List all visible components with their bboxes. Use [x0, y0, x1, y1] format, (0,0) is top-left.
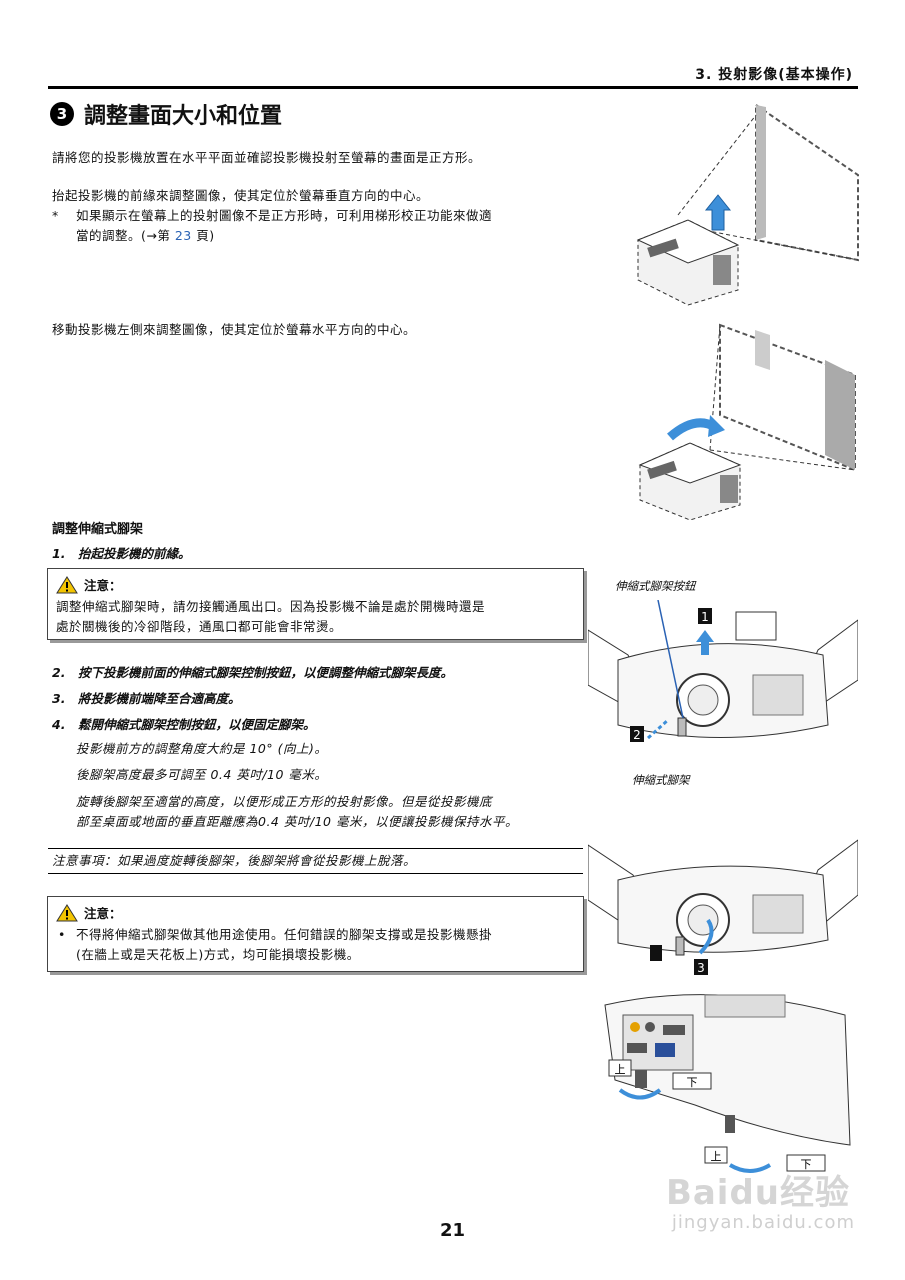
intro-paragraph-1: 請將您的投影機放置在水平平面並確認投影機投射至螢幕的畫面是正方形。 — [52, 150, 482, 165]
bullet-mark: * — [52, 208, 59, 223]
svg-text:下: 下 — [801, 1158, 812, 1171]
step-3: 3. 將投影機前端降至合適高度。 — [52, 691, 241, 706]
screen-illustration — [719, 323, 856, 472]
figure-horizontal-adjust — [638, 323, 856, 520]
caution-title-1: 注意： — [56, 575, 122, 594]
note-rule-top — [48, 848, 583, 849]
down-label-1: 下 — [672, 1072, 712, 1090]
keystone-note-line1: 如果顯示在螢幕上的投射圖像不是正方形時，可利用梯形校正功能來做適 — [76, 208, 493, 223]
caution-box-1: 注意： 調整伸縮式腳架時，請勿接觸通風出口。因為投影機不論是處於開機時還是 處於… — [47, 568, 584, 640]
curved-arrow-icon — [698, 918, 714, 955]
projector-illustration — [617, 865, 829, 956]
step-badge-3: 3 — [694, 959, 708, 975]
up-arrow-icon — [696, 630, 714, 655]
section-title: 3 調整畫面大小和位置 — [50, 98, 282, 130]
detail-rotate-line1: 旋轉後腳架至適當的高度，以便形成正方形的投射影像。但是從投影機底 — [76, 794, 493, 809]
down-label-2: 下 — [786, 1154, 826, 1172]
callout-line — [657, 600, 684, 719]
caution-2-line2: (在牆上或是天花板上)方式，均可能損壞投影機。 — [76, 947, 360, 962]
projector-illustration — [638, 442, 742, 520]
chapter-header: 3. 投射影像(基本操作) — [695, 67, 853, 83]
caution-2-line1: 不得將伸縮式腳架做其他用途使用。任何錯誤的腳架支撐或是投影機懸掛 — [76, 927, 493, 942]
caution-2-bullet: • — [58, 927, 66, 942]
projector-illustration — [636, 219, 740, 306]
release-marker — [650, 945, 662, 961]
button-zoom-inset — [735, 611, 777, 641]
watermark-url: jingyan.baidu.com — [671, 1212, 855, 1233]
caution-1-line2: 處於關機後的冷卻階段，通風口都可能會非常燙。 — [56, 619, 343, 634]
warning-icon — [56, 575, 78, 593]
projection-beam — [709, 324, 856, 471]
watermark-brand: Baidu经验 — [665, 1173, 850, 1213]
svg-text:1: 1 — [701, 610, 709, 624]
svg-text:2: 2 — [633, 728, 641, 742]
keystone-note-line2: 當的調整。(→第 23 頁) — [76, 228, 215, 243]
screen-illustration — [755, 103, 859, 262]
note-rule-bottom — [48, 873, 583, 874]
header-rule — [48, 86, 858, 89]
detail-angle: 投影機前方的調整角度大約是 10° (向上)。 — [76, 741, 328, 756]
keystone-note: 如果顯示在螢幕上的投射圖像不是正方形時，可利用梯形校正功能來做適 當的調整。(→… — [76, 206, 591, 246]
push-arrow-icon — [646, 718, 670, 740]
step-4: 4. 鬆開伸縮式腳架控制按鈕，以便固定腳架。 — [52, 717, 316, 732]
step-badge-1: 1 — [698, 608, 712, 624]
note-text: 注意事項：如果過度旋轉後腳架，後腳架將會從投影機上脫落。 — [52, 853, 417, 868]
svg-text:上: 上 — [711, 1150, 722, 1163]
rotate-arrow-icon-2 — [728, 1163, 772, 1173]
intro-paragraph-2: 抬起投影機的前緣來調整圖像，使其定位於螢幕垂直方向的中心。 — [52, 188, 430, 203]
label-foot-button: 伸縮式腳架按鈕 — [615, 579, 696, 593]
feet-heading: 調整伸縮式腳架 — [52, 522, 144, 537]
caution-1-line1: 調整伸縮式腳架時，請勿接觸通風出口。因為投影機不論是處於開機時還是 — [56, 599, 486, 614]
caution-box-2: 注意： • 不得將伸縮式腳架做其他用途使用。任何錯誤的腳架支撐或是投影機懸掛 (… — [47, 896, 584, 972]
rotate-arrow-icon — [667, 415, 725, 441]
step-2: 2. 按下投影機前面的伸縮式腳架控制按鈕，以便調整伸縮式腳架長度。 — [52, 665, 453, 680]
label-foot: 伸縮式腳架 — [632, 773, 690, 787]
figure-lower-front: 3 — [588, 839, 858, 975]
section-title-text: 調整畫面大小和位置 — [84, 104, 283, 129]
rotate-arrow-icon-1 — [618, 1088, 662, 1100]
detail-rear-foot: 後腳架高度最多可調至 0.4 英吋/10 毫米。 — [76, 767, 328, 782]
svg-text:上: 上 — [615, 1063, 626, 1076]
caution-title-2: 注意： — [56, 903, 122, 922]
svg-text:下: 下 — [687, 1076, 698, 1089]
section-number-badge: 3 — [50, 102, 74, 126]
step-badge-2: 2 — [630, 726, 644, 742]
page-link[interactable]: 23 — [174, 228, 192, 243]
intro-paragraph-3: 移動投影機左側來調整圖像，使其定位於螢幕水平方向的中心。 — [52, 322, 417, 337]
figure-rear-foot: 上 下 上 下 — [604, 994, 851, 1173]
svg-text:3: 3 — [697, 961, 705, 975]
figure-foot-button: 1 2 — [588, 600, 858, 742]
warning-icon — [56, 903, 78, 921]
detail-rotate-line2: 部至桌面或地面的垂直距離應為0.4 英吋/10 毫米，以便讓投影機保持水平。 — [76, 814, 518, 829]
projector-illustration — [617, 643, 829, 738]
step-1: 1. 抬起投影機的前緣。 — [52, 546, 191, 561]
projector-rear-illustration — [604, 994, 851, 1146]
page-number: 21 — [439, 1220, 466, 1241]
up-label-1: 上 — [608, 1059, 632, 1077]
figure-vertical-adjust — [636, 103, 859, 306]
up-label-2: 上 — [704, 1146, 728, 1164]
lift-arrow-icon — [704, 194, 732, 231]
